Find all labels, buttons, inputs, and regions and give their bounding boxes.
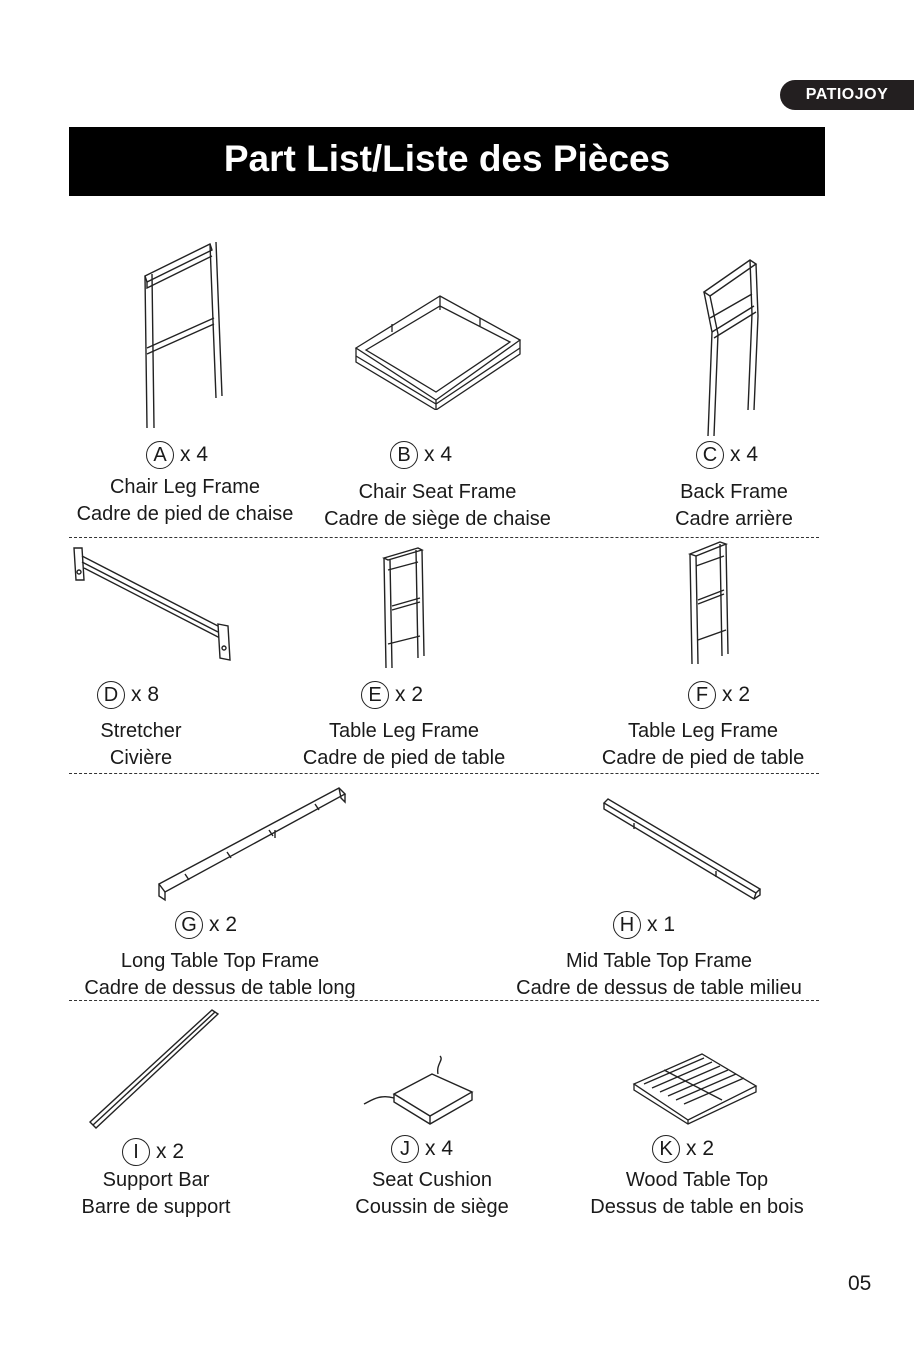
- part-name-fr: Civière: [109, 747, 173, 769]
- part-letter: K: [652, 1135, 680, 1163]
- part-name-en: Seat Cushion: [371, 1169, 493, 1191]
- part-label-g: G x 2: [175, 911, 237, 939]
- part-name-fr: Cadre de pied de table: [601, 747, 805, 769]
- part-quantity: x 2: [395, 683, 424, 706]
- row-divider: [69, 1000, 819, 1001]
- chair-leg-frame-icon: [130, 238, 230, 430]
- part-quantity: x 1: [647, 913, 676, 936]
- part-names-c: Back Frame Cadre arrière: [654, 479, 814, 533]
- part-letter: H: [613, 911, 641, 939]
- part-quantity: x 4: [425, 1137, 454, 1160]
- part-quantity: x 2: [686, 1137, 715, 1160]
- chair-seat-frame-icon: [352, 292, 524, 410]
- part-label-b: B x 4: [390, 441, 452, 469]
- part-name-en: Chair Seat Frame: [358, 481, 517, 503]
- part-letter: I: [122, 1138, 150, 1166]
- part-name-en: Mid Table Top Frame: [565, 950, 752, 972]
- part-names-i: Support Bar Barre de support: [66, 1167, 246, 1221]
- table-leg-frame-icon: [686, 540, 732, 666]
- part-name-en: Wood Table Top: [625, 1169, 769, 1191]
- part-letter: J: [391, 1135, 419, 1163]
- part-label-h: H x 1: [613, 911, 675, 939]
- part-name-fr: Cadre de siège de chaise: [324, 508, 551, 530]
- part-name-fr: Cadre de dessus de table milieu: [516, 977, 802, 999]
- part-name-fr: Barre de support: [81, 1196, 231, 1218]
- part-name-fr: Cadre de dessus de table long: [84, 977, 356, 999]
- part-label-f: F x 2: [688, 681, 750, 709]
- wood-table-top-icon: [630, 1050, 760, 1126]
- part-quantity: x 4: [730, 443, 759, 466]
- part-quantity: x 8: [131, 683, 160, 706]
- page-number: 05: [848, 1272, 872, 1295]
- part-names-d: Stretcher Civière: [66, 718, 216, 772]
- part-label-j: J x 4: [391, 1135, 453, 1163]
- row-divider: [69, 773, 819, 774]
- part-name-en: Long Table Top Frame: [120, 950, 320, 972]
- part-label-a: A x 4: [146, 441, 208, 469]
- part-quantity: x 4: [424, 443, 453, 466]
- part-names-g: Long Table Top Frame Cadre de dessus de …: [66, 948, 374, 1002]
- part-name-en: Table Leg Frame: [627, 720, 779, 742]
- part-label-k: K x 2: [652, 1135, 714, 1163]
- part-names-e: Table Leg Frame Cadre de pied de table: [290, 718, 518, 772]
- part-letter: C: [696, 441, 724, 469]
- part-name-fr: Cadre de pied de chaise: [76, 503, 294, 525]
- part-quantity: x 2: [722, 683, 751, 706]
- part-name-fr: Coussin de siège: [355, 1196, 509, 1218]
- part-letter: G: [175, 911, 203, 939]
- part-quantity: x 2: [156, 1140, 185, 1163]
- part-names-f: Table Leg Frame Cadre de pied de table: [589, 718, 817, 772]
- part-name-en: Table Leg Frame: [328, 720, 480, 742]
- part-label-e: E x 2: [361, 681, 423, 709]
- part-names-j: Seat Cushion Coussin de siège: [342, 1167, 522, 1221]
- back-frame-icon: [690, 254, 770, 438]
- row-divider: [69, 537, 819, 538]
- part-name-en: Chair Leg Frame: [109, 476, 261, 498]
- part-name-en: Back Frame: [680, 481, 788, 503]
- part-quantity: x 2: [209, 913, 238, 936]
- table-leg-frame-icon: [380, 546, 426, 670]
- part-letter: A: [146, 441, 174, 469]
- part-names-k: Wood Table Top Dessus de table en bois: [576, 1167, 818, 1221]
- support-bar-icon: [86, 1008, 222, 1130]
- part-name-en: Support Bar: [102, 1169, 210, 1191]
- brand-logo: PATIOJOY: [780, 80, 914, 110]
- mid-table-top-frame-icon: [600, 797, 764, 901]
- stretcher-icon: [68, 544, 238, 664]
- part-label-c: C x 4: [696, 441, 758, 469]
- part-names-b: Chair Seat Frame Cadre de siège de chais…: [310, 479, 565, 533]
- part-names-a: Chair Leg Frame Cadre de pied de chaise: [65, 474, 305, 528]
- part-letter: D: [97, 681, 125, 709]
- part-name-fr: Dessus de table en bois: [590, 1196, 804, 1218]
- part-label-d: D x 8: [97, 681, 159, 709]
- part-name-fr: Cadre de pied de table: [302, 747, 506, 769]
- page-title: Part List/Liste des Pièces: [69, 127, 825, 196]
- part-names-h: Mid Table Top Frame Cadre de dessus de t…: [498, 948, 820, 1002]
- long-table-top-frame-icon: [155, 784, 350, 902]
- part-letter: E: [361, 681, 389, 709]
- seat-cushion-icon: [360, 1054, 480, 1126]
- part-letter: B: [390, 441, 418, 469]
- part-name-en: Stretcher: [100, 720, 182, 742]
- part-letter: F: [688, 681, 716, 709]
- part-name-fr: Cadre arrière: [675, 508, 793, 530]
- part-quantity: x 4: [180, 443, 209, 466]
- part-label-i: I x 2: [122, 1138, 184, 1166]
